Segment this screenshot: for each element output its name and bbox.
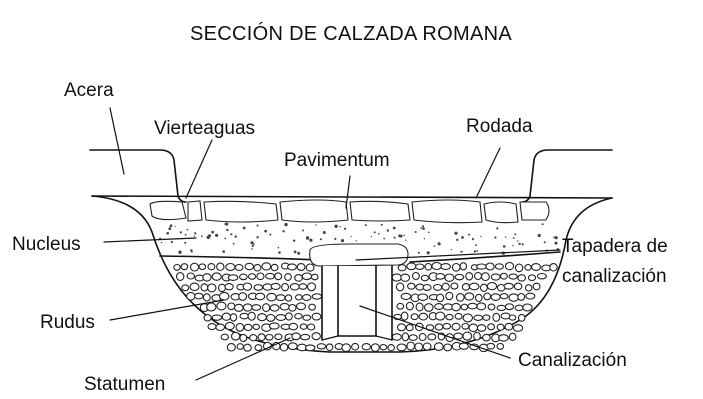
pavimentum-stones [149,199,550,224]
label-tapadera-line2: canalización [562,266,667,287]
road-outline [89,149,613,353]
label-nucleus: Nucleus [12,234,81,255]
diagram-title: SECCIÓN DE CALZADA ROMANA [190,22,512,45]
label-pavimentum: Pavimentum [284,150,390,171]
tapadera-slab [309,243,409,267]
label-canalizacion: Canalización [518,350,627,371]
label-rodada: Rodada [466,116,533,137]
label-vierteaguas: Vierteaguas [154,118,255,139]
nucleus-texture [159,222,560,255]
leader-lines [103,107,561,381]
label-rudus: Rudus [40,312,95,333]
label-statumen: Statumen [84,374,165,395]
label-acera: Acera [64,80,114,101]
label-tapadera-line1: Tapadera de [562,236,668,257]
canalizacion-channel [321,265,393,341]
rudus-texture [173,261,558,353]
